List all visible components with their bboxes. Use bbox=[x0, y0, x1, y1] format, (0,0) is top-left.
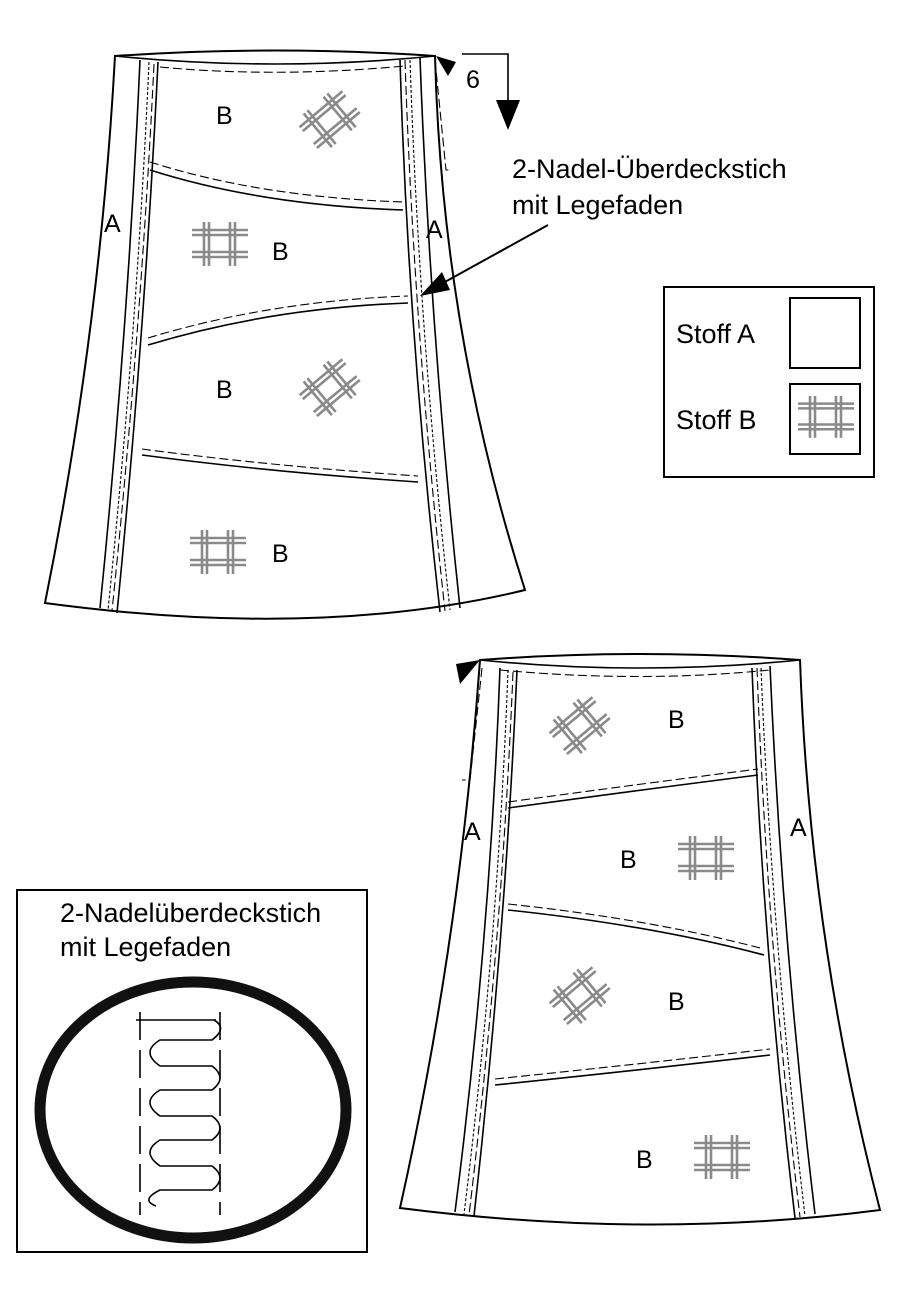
legend-swatch-b bbox=[789, 383, 861, 455]
back-panel-label-1: B bbox=[668, 706, 685, 734]
callout-line-1: 2-Nadel-Überdeckstich bbox=[512, 154, 787, 184]
front-label-a-left: A bbox=[104, 210, 121, 238]
front-skirt-outline bbox=[43, 49, 527, 620]
front-panel-label-4: B bbox=[272, 540, 289, 568]
legend-swatch-a bbox=[789, 297, 861, 369]
front-panel-seam-3 bbox=[141, 454, 419, 483]
front-label-a-right: A bbox=[426, 216, 443, 244]
legend-label-b: Stoff B bbox=[676, 405, 757, 435]
looper-thread bbox=[148, 1019, 222, 1207]
front-skirt: A A B B B B 6 bbox=[43, 49, 527, 620]
back-corner-marker-icon bbox=[456, 660, 480, 684]
back-panel-seam-2 bbox=[507, 909, 765, 956]
front-panel-label-3: B bbox=[216, 376, 233, 404]
stitch-detail-panel: 2-Nadelüberdeckstich mit Legefaden bbox=[16, 889, 368, 1253]
callout-arrow-icon bbox=[420, 272, 450, 296]
front-panel-seam-1 bbox=[149, 169, 404, 211]
legend-label-a: Stoff A bbox=[676, 319, 755, 349]
fabric-legend: Stoff A Stoff B bbox=[663, 286, 875, 478]
front-waistband bbox=[114, 55, 436, 65]
back-panel-label-4: B bbox=[636, 1146, 653, 1174]
callout-line-2: mit Legefaden bbox=[512, 190, 683, 220]
detail-box bbox=[16, 889, 368, 1253]
stitch-callout: 2-Nadel-Überdeckstich mit Legefaden bbox=[420, 154, 787, 296]
front-panel-seam-2 bbox=[147, 302, 409, 346]
step-bracket bbox=[462, 53, 509, 100]
back-skirt: A A B B B B bbox=[398, 653, 882, 1226]
front-corner-marker-icon bbox=[436, 56, 456, 76]
detail-title-line-2: mit Legefaden bbox=[60, 932, 231, 962]
legend-box bbox=[663, 286, 875, 478]
back-panel-label-3: B bbox=[668, 988, 685, 1016]
detail-title-line-1: 2-Nadelüberdeckstich bbox=[60, 898, 321, 928]
back-panel-seam-3 bbox=[494, 1054, 771, 1086]
back-panel-seam-1 bbox=[507, 774, 759, 809]
back-label-a-right: A bbox=[790, 814, 807, 842]
back-label-a-left: A bbox=[464, 818, 481, 846]
arrow-down-icon bbox=[496, 100, 520, 130]
front-panel-label-2: B bbox=[272, 238, 289, 266]
step-number: 6 bbox=[466, 66, 480, 94]
detail-magnifier-circle bbox=[34, 976, 352, 1244]
back-panel-label-2: B bbox=[620, 846, 637, 874]
back-skirt-outline bbox=[398, 653, 882, 1226]
front-panel-label-1: B bbox=[216, 102, 233, 130]
callout-leader-line bbox=[433, 224, 549, 289]
